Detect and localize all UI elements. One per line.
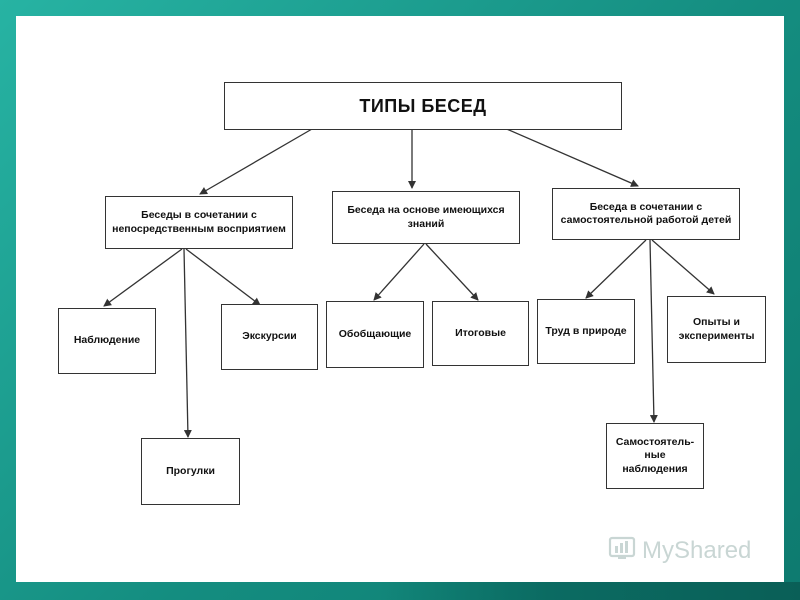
arrow-cat1-to-walks <box>183 248 192 438</box>
decorative-bottom-strip <box>380 582 800 600</box>
leaf-observation: Наблюдение <box>58 308 156 374</box>
watermark: MyShared <box>608 534 751 567</box>
arrow-cat3-to-experiments <box>651 239 715 295</box>
arrow-cat1-to-observation <box>103 248 183 307</box>
arrow-title-to-cat1 <box>199 128 313 195</box>
leaf-generalizing: Обобщающие <box>326 301 424 368</box>
chart-logo-icon <box>608 534 638 567</box>
leaf-excursions: Экскурсии <box>221 304 318 370</box>
diagram-title: ТИПЫ БЕСЕД <box>224 82 622 130</box>
leaf-walks: Прогулки <box>141 438 240 505</box>
arrow-cat3-to-independent <box>649 239 658 423</box>
arrow-title-to-cat3 <box>501 126 639 187</box>
watermark-text: MyShared <box>642 536 752 564</box>
connector-lines <box>103 126 715 438</box>
arrow-cat1-to-excursions <box>185 248 261 306</box>
category-existing-knowledge: Беседа на основе имеющихся знаний <box>332 191 520 244</box>
arrow-cat2-to-final <box>425 243 479 301</box>
category-independent-work: Беседа в сочетании с самостоятельной раб… <box>552 188 740 240</box>
leaf-nature-work: Труд в природе <box>537 299 635 364</box>
category-direct-perception: Беседы в сочетании с непосредственным во… <box>105 196 293 249</box>
slide-canvas: ТИПЫ БЕСЕД Беседы в сочетании с непосред… <box>16 16 784 582</box>
leaf-final: Итоговые <box>432 301 529 366</box>
arrow-cat2-to-generalizing <box>373 243 425 301</box>
leaf-independent-observation: Самостоятель-ные наблюдения <box>606 423 704 489</box>
leaf-experiments: Опыты и эксперименты <box>667 296 766 363</box>
arrow-cat3-to-nature-work <box>585 239 647 299</box>
